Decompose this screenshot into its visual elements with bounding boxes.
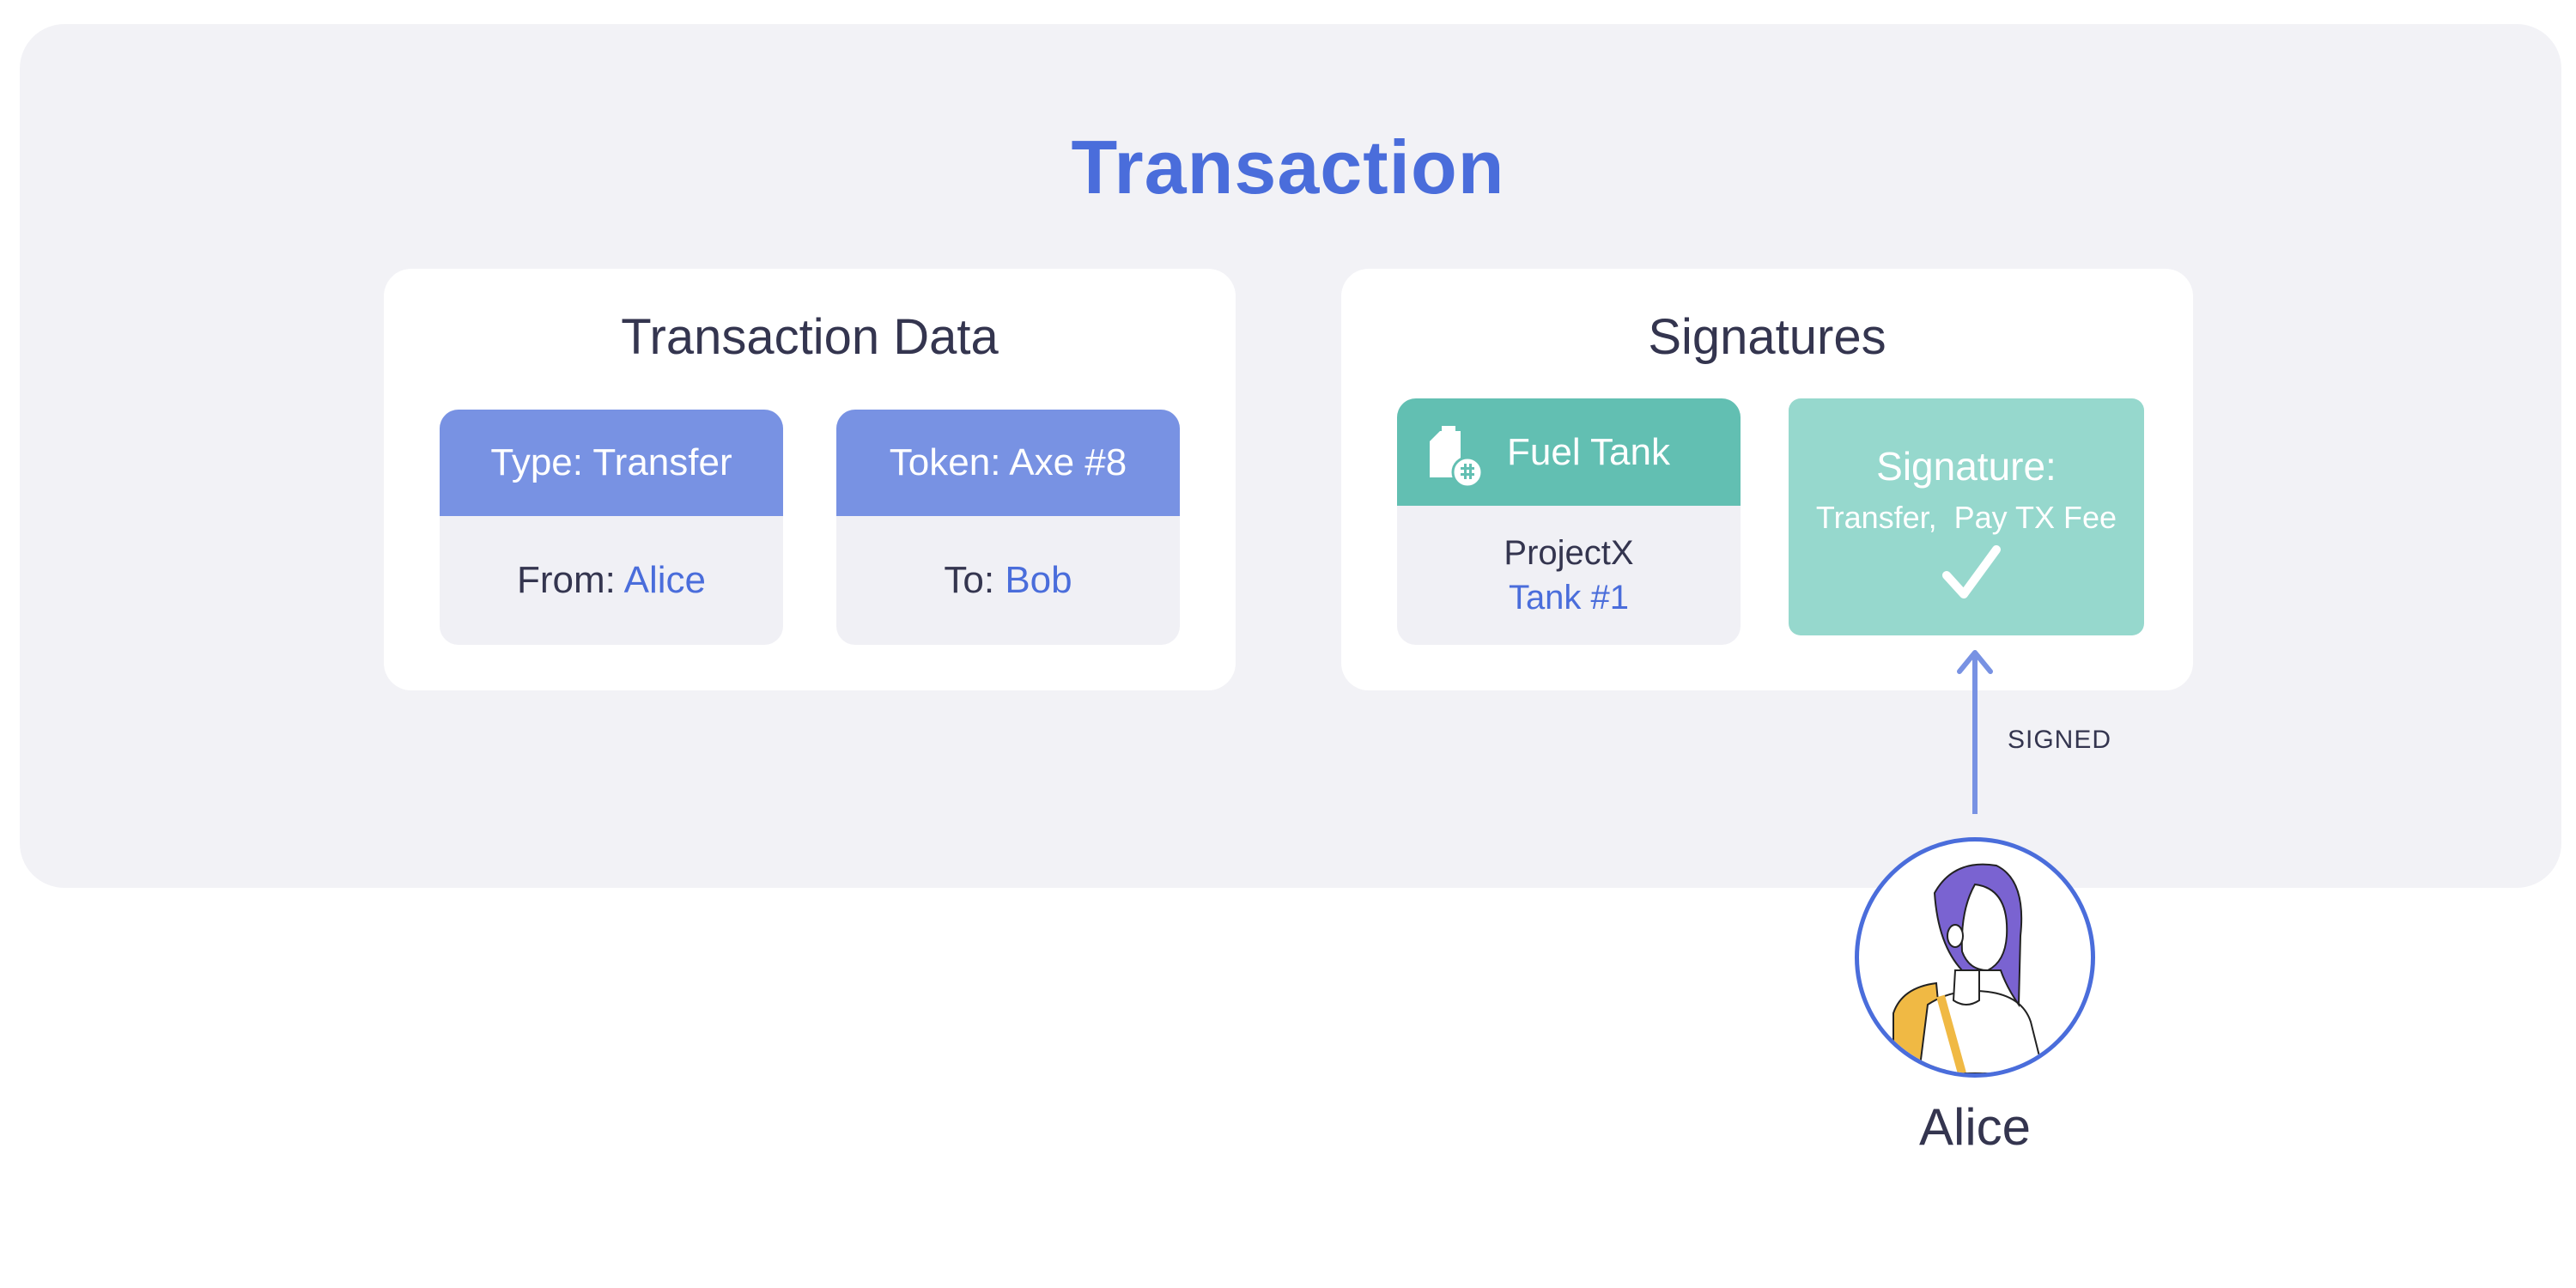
to-value: Bob bbox=[1005, 559, 1072, 601]
signatures-panel: Signatures Fuel Tank ProjectX Tank #1 Si… bbox=[1341, 269, 2193, 690]
signed-label: SIGNED bbox=[2008, 726, 2112, 754]
arrow-up-icon bbox=[1957, 650, 1993, 814]
token-card-header: Token: Axe #8 bbox=[836, 410, 1180, 516]
from-prefix: From: bbox=[516, 559, 624, 601]
tank-name: Tank #1 bbox=[1508, 579, 1630, 617]
signature-card: Signature: Transfer, Pay TX Fee bbox=[1789, 398, 2144, 635]
type-card-header: Type: Transfer bbox=[440, 410, 783, 516]
avatar bbox=[1855, 837, 2095, 1078]
fuel-tank-label: Fuel Tank bbox=[1507, 431, 1670, 473]
signature-title: Signature: bbox=[1876, 444, 2057, 489]
type-label: Type: Transfer bbox=[490, 441, 732, 483]
fuel-can-icon bbox=[1430, 426, 1484, 489]
signer-name: Alice bbox=[1918, 1098, 2032, 1156]
transaction-data-panel: Transaction Data Type: Transfer From: Al… bbox=[384, 269, 1236, 690]
project-name: ProjectX bbox=[1504, 534, 1634, 572]
checkmark-icon bbox=[1942, 545, 2001, 598]
token-card: Token: Axe #8 To: Bob bbox=[836, 410, 1180, 645]
fuel-tank-card: Fuel Tank ProjectX Tank #1 bbox=[1397, 398, 1741, 645]
fuel-tank-body: ProjectX Tank #1 bbox=[1397, 506, 1741, 645]
token-card-body: To: Bob bbox=[836, 516, 1180, 645]
person-avatar-icon bbox=[1893, 863, 2045, 1073]
to-line: To: Bob bbox=[944, 559, 1072, 602]
fuel-tank-header: Fuel Tank bbox=[1397, 398, 1741, 506]
token-label: Token: Axe #8 bbox=[889, 441, 1127, 483]
type-card-body: From: Alice bbox=[440, 516, 783, 645]
from-line: From: Alice bbox=[517, 559, 706, 602]
signatures-heading: Signatures bbox=[1648, 309, 1886, 365]
from-value: Alice bbox=[623, 559, 707, 601]
transaction-data-heading: Transaction Data bbox=[621, 309, 999, 365]
type-card: Type: Transfer From: Alice bbox=[440, 410, 783, 645]
signature-description: Transfer, Pay TX Fee bbox=[1815, 500, 2117, 535]
page-title: Transaction bbox=[1071, 125, 1505, 210]
to-prefix: To: bbox=[944, 559, 1005, 601]
